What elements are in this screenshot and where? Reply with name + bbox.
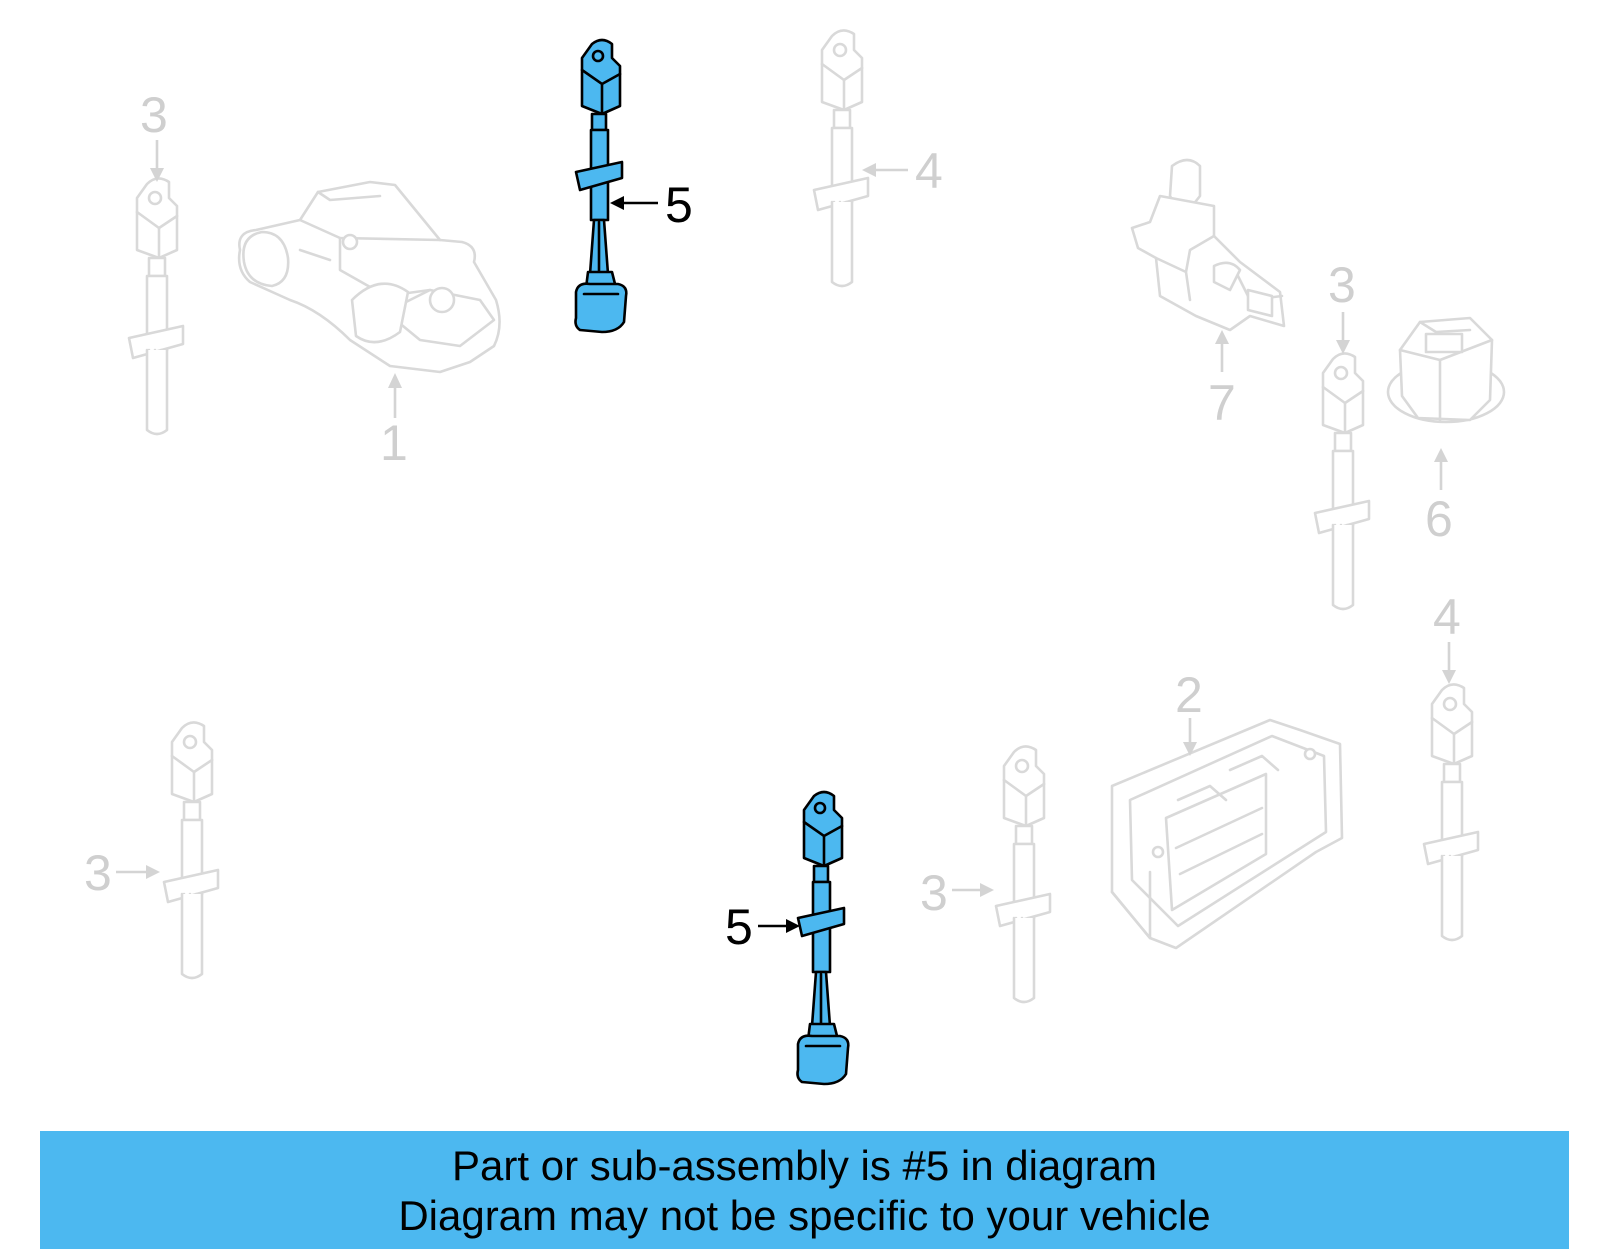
callout-7: 7 xyxy=(1208,330,1236,431)
callout-label: 3 xyxy=(1328,257,1356,313)
actuator-part-1 xyxy=(237,180,501,374)
callout-5-bottom: 5 xyxy=(725,899,800,955)
callout-3-bottom-middle: 3 xyxy=(920,865,994,921)
callout-2: 2 xyxy=(1175,667,1203,756)
sensor-part-4-top xyxy=(812,29,870,288)
banner-line-disclaimer: Diagram may not be specific to your vehi… xyxy=(398,1192,1211,1239)
callout-label: 4 xyxy=(915,143,943,199)
callout-4-top: 4 xyxy=(862,143,943,199)
callout-1: 1 xyxy=(380,373,408,471)
sensor-part-5-top xyxy=(574,38,628,334)
sensor-part-5-bottom xyxy=(796,790,850,1086)
callout-label: 3 xyxy=(140,87,168,143)
callout-3-top-left: 3 xyxy=(140,87,168,182)
module-part-2 xyxy=(1110,718,1344,950)
callout-3-bottom-left: 3 xyxy=(84,845,160,901)
callout-3-right: 3 xyxy=(1328,257,1356,354)
sensor-part-3-bottom-left xyxy=(162,721,220,980)
callout-label: 4 xyxy=(1433,589,1461,645)
sensor-part-3-right xyxy=(1313,352,1371,611)
callout-label: 5 xyxy=(725,899,753,955)
callout-4-right: 4 xyxy=(1433,589,1461,684)
callout-label: 2 xyxy=(1175,667,1203,723)
callout-6: 6 xyxy=(1425,448,1453,547)
sensor-part-3-bottom-middle xyxy=(994,745,1052,1004)
callout-label: 3 xyxy=(920,865,948,921)
cap-part-6 xyxy=(1386,316,1506,424)
info-banner: Part or sub-assembly is #5 in diagram Di… xyxy=(40,1131,1569,1249)
callout-label: 1 xyxy=(380,415,408,471)
callout-label: 3 xyxy=(84,845,112,901)
exploded-parts-diagram: 3 1 5 xyxy=(84,29,1506,1086)
callout-label: 5 xyxy=(665,177,693,233)
callout-label: 6 xyxy=(1425,491,1453,547)
bracket-part-7 xyxy=(1130,158,1286,332)
sensor-part-4-right xyxy=(1422,683,1480,942)
callout-5-top: 5 xyxy=(610,177,693,233)
callout-label: 7 xyxy=(1208,375,1236,431)
sensor-part-3-top-left xyxy=(127,177,185,436)
banner-line-part-number: Part or sub-assembly is #5 in diagram xyxy=(452,1142,1157,1189)
